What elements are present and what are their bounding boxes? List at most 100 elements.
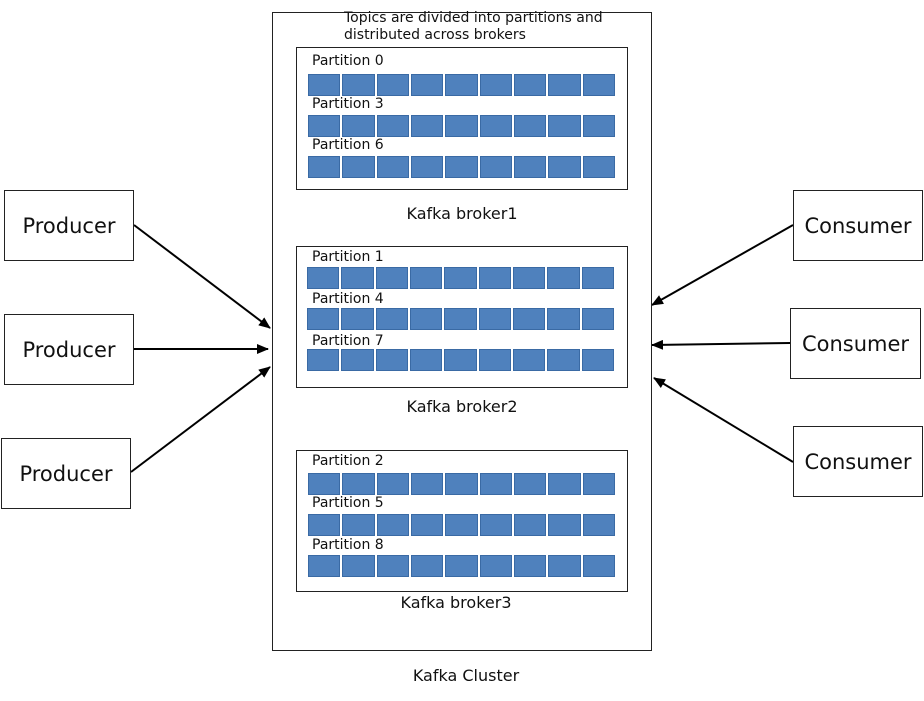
partition-segments xyxy=(308,514,615,536)
partition-segment xyxy=(547,308,580,330)
partition-segment xyxy=(479,514,512,536)
partition-segment xyxy=(376,555,409,577)
partition-segment xyxy=(376,74,409,96)
partition-segment xyxy=(548,115,581,137)
partition-segment xyxy=(445,555,478,577)
partition-segment xyxy=(342,473,375,495)
partition-segment xyxy=(445,74,478,96)
partition-segment xyxy=(582,514,615,536)
cluster-label: Kafka Cluster xyxy=(412,666,520,685)
producer-1-arrow xyxy=(133,224,271,329)
partition-label: Partition 5 xyxy=(312,495,384,511)
partition-segment xyxy=(307,267,340,289)
partition-segment xyxy=(445,156,478,178)
partition-segment xyxy=(582,156,615,178)
partition-segment xyxy=(513,74,547,96)
partition-segment xyxy=(376,473,409,495)
partition-segment xyxy=(409,267,443,289)
partition-segment xyxy=(445,473,478,495)
partition-segment xyxy=(512,267,546,289)
partition-label: Partition 8 xyxy=(312,537,384,553)
partition-segment xyxy=(444,267,477,289)
consumer-box-2: Consumer xyxy=(790,308,921,379)
partition-segment xyxy=(479,74,512,96)
partition-segment xyxy=(342,555,375,577)
partition-segment xyxy=(445,514,478,536)
partition-segment xyxy=(409,349,443,371)
consumer-box-1: Consumer xyxy=(793,190,923,261)
partition-segment xyxy=(341,267,374,289)
partition-segment xyxy=(342,156,375,178)
partition-segments xyxy=(307,267,614,289)
cluster-caption: Topics are divided into partitions and d… xyxy=(344,10,603,43)
partition-segment xyxy=(479,156,512,178)
producer-label: Producer xyxy=(19,461,113,486)
partition-segment xyxy=(479,555,512,577)
consumer-1-arrow xyxy=(651,224,794,306)
partition-segment xyxy=(308,473,341,495)
consumer-label: Consumer xyxy=(801,331,910,356)
partition-segment xyxy=(308,555,341,577)
broker-label: Kafka broker3 xyxy=(400,593,512,612)
partition-label: Partition 6 xyxy=(312,137,384,153)
partition-segment xyxy=(410,115,444,137)
partition-segment xyxy=(478,267,511,289)
partition-segment xyxy=(547,267,580,289)
partition-segment xyxy=(342,74,375,96)
broker-label: Kafka broker1 xyxy=(406,204,518,223)
partition-segment xyxy=(547,349,580,371)
partition-segment xyxy=(308,514,341,536)
producer-box-3: Producer xyxy=(1,438,131,509)
consumer-3-arrow xyxy=(653,377,794,463)
partition-segment xyxy=(512,308,546,330)
partition-segment xyxy=(582,74,615,96)
partition-segment xyxy=(376,115,409,137)
partition-segment xyxy=(444,349,477,371)
partition-segments xyxy=(308,74,615,96)
partition-segment xyxy=(308,156,341,178)
partition-segment xyxy=(548,156,581,178)
partition-segment xyxy=(341,308,374,330)
partition-segment xyxy=(478,349,511,371)
partition-segments xyxy=(308,115,615,137)
consumer-label: Consumer xyxy=(804,449,912,474)
partition-label: Partition 0 xyxy=(312,53,384,69)
partition-segment xyxy=(445,115,478,137)
partition-segment xyxy=(548,555,581,577)
partition-segment xyxy=(513,555,547,577)
partition-segments xyxy=(308,555,615,577)
partition-segment xyxy=(342,115,375,137)
partition-segment xyxy=(513,473,547,495)
partition-segment xyxy=(548,74,581,96)
partition-segment xyxy=(375,308,408,330)
partition-segment xyxy=(308,74,341,96)
partition-segment xyxy=(582,473,615,495)
partition-label: Partition 1 xyxy=(312,249,384,265)
partition-segment xyxy=(548,514,581,536)
partition-segment xyxy=(513,514,547,536)
partition-segment xyxy=(478,308,511,330)
partition-segment xyxy=(410,514,444,536)
partition-segment xyxy=(479,115,512,137)
producer-box-2: Producer xyxy=(4,314,134,385)
partition-segment xyxy=(548,473,581,495)
partition-segment xyxy=(581,267,614,289)
partition-segments xyxy=(308,473,615,495)
consumer-label: Consumer xyxy=(804,213,912,238)
partition-segment xyxy=(513,115,547,137)
partition-segment xyxy=(512,349,546,371)
partition-segments xyxy=(307,308,614,330)
broker-label: Kafka broker2 xyxy=(406,397,518,416)
partition-segment xyxy=(582,555,615,577)
consumer-box-3: Consumer xyxy=(793,426,923,497)
partition-segment xyxy=(581,308,614,330)
partition-segment xyxy=(307,349,340,371)
partition-segments xyxy=(307,349,614,371)
partition-segment xyxy=(410,473,444,495)
partition-segment xyxy=(307,308,340,330)
partition-segment xyxy=(375,267,408,289)
partition-segment xyxy=(410,555,444,577)
consumer-2-arrow xyxy=(651,339,791,350)
partition-segments xyxy=(308,156,615,178)
partition-segment xyxy=(479,473,512,495)
